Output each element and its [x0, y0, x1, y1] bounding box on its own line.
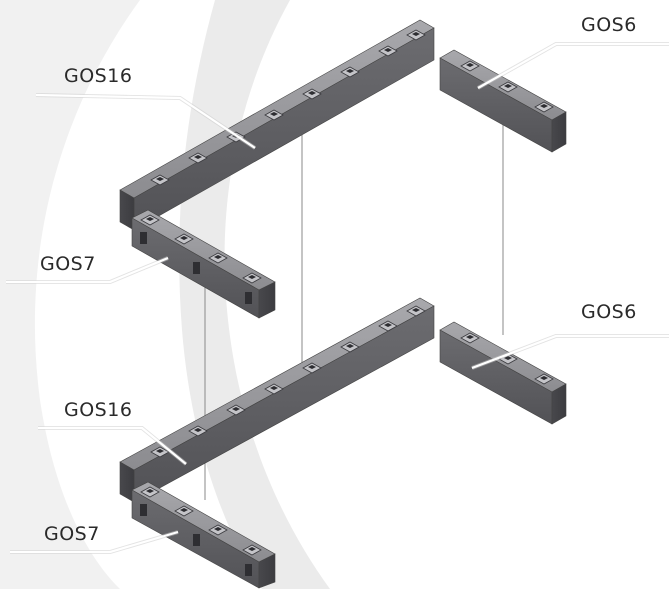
- label-gos7-top: GOS7: [40, 253, 96, 275]
- label-gos6-top: GOS6: [581, 14, 637, 36]
- label-gos7-bottom: GOS7: [44, 523, 100, 545]
- beam-gos6-top: [439, 49, 567, 153]
- beam-gos7-bottom: [131, 481, 276, 589]
- leader-lines: [6, 42, 669, 554]
- beam-gos7-top: [131, 209, 276, 319]
- label-gos6-bottom: GOS6: [581, 301, 637, 323]
- label-gos16-top: GOS16: [64, 65, 132, 87]
- beam-gos16-top: [119, 19, 435, 231]
- beam-gos16-bottom: [119, 297, 435, 503]
- label-gos16-bottom: GOS16: [64, 399, 132, 421]
